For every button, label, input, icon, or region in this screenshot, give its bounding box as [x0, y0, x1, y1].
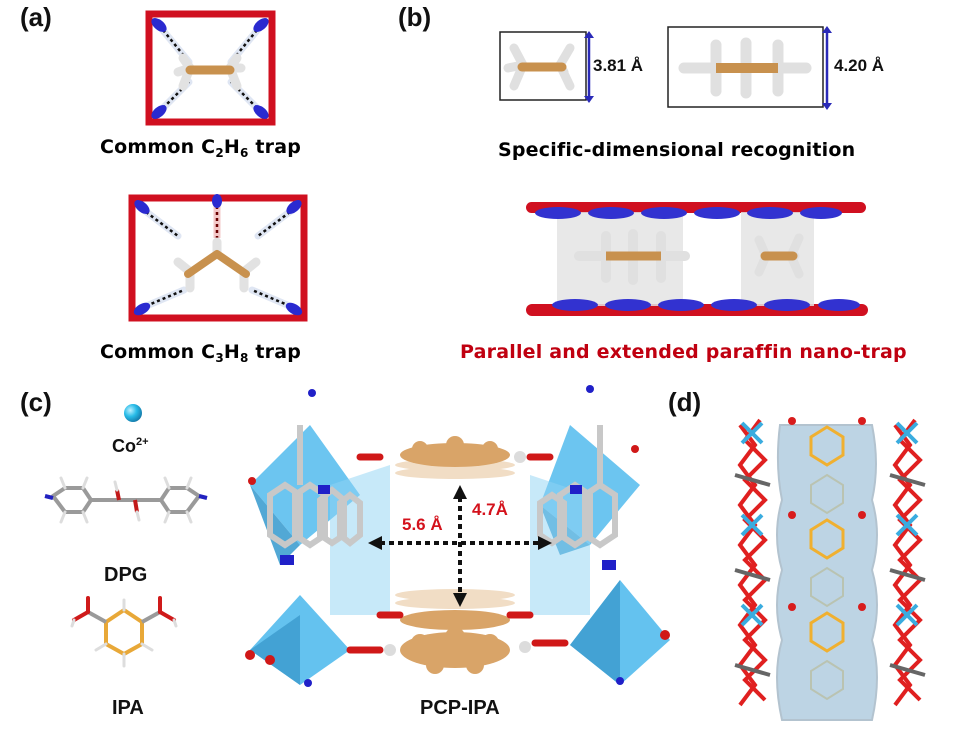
panel-label-a: (a) — [20, 2, 52, 32]
cobalt-ion-sphere — [124, 404, 142, 422]
hydrogen-bond-lines — [145, 211, 291, 308]
ethane-molecule — [173, 53, 246, 91]
cobalt-centers — [740, 421, 919, 627]
cobalt-ion-label: Co2+ — [112, 436, 149, 456]
pcp-ipa-framework — [245, 385, 670, 687]
ethane-dimension-label: 3.81 Å — [593, 56, 644, 75]
ipa-ligand-structure — [70, 596, 178, 668]
propane-molecule — [173, 237, 261, 293]
acceptor-sites-top — [535, 207, 842, 219]
nanotrap-channel-diagram — [526, 202, 868, 316]
acceptor-sites — [133, 194, 303, 316]
dpg-label: DPG — [104, 564, 148, 586]
nanotrap-caption: Parallel and extended paraffin nano-trap — [460, 341, 907, 363]
ipa-label: IPA — [112, 697, 144, 719]
ethane-trap-diagram — [145, 10, 276, 126]
pore-width-label: 5.6 Å — [402, 515, 443, 534]
arrowhead-down — [453, 593, 467, 607]
recognition-caption: Specific-dimensional recognition — [498, 139, 856, 161]
framework-columns — [737, 418, 923, 707]
pore-surface — [776, 424, 878, 721]
ipa-stacks — [346, 436, 569, 674]
channel-structure-view — [727, 417, 934, 721]
dpg-ligand-structure — [44, 476, 208, 524]
propane-molecule — [574, 229, 690, 285]
pcp-ipa-label: PCP-IPA — [420, 697, 500, 719]
propane-dimension-box — [667, 26, 832, 110]
arrowhead-left — [368, 536, 382, 550]
ethane-trap-caption: Common C2H6 trap — [100, 136, 302, 160]
pore-height-label: 4.7Å — [472, 500, 508, 519]
acceptor-sites-bottom — [552, 299, 860, 311]
ethane-molecule — [754, 233, 804, 279]
dimension-arrow — [822, 26, 832, 110]
arrowhead-up — [453, 485, 467, 499]
panel-label-d: (d) — [668, 387, 702, 417]
ethane-dimension-box — [499, 31, 594, 103]
propane-trap-caption: Common C3H8 trap — [100, 341, 302, 365]
nitrogen-atoms — [280, 385, 624, 687]
panel-label-c: (c) — [20, 387, 52, 417]
panel-label-b: (b) — [398, 2, 432, 32]
propane-dimension-label: 4.20 Å — [834, 56, 885, 75]
dpg-carbons — [734, 473, 926, 677]
dpg-pillars — [267, 425, 618, 549]
ipa-rings — [809, 425, 845, 653]
propane-trap-diagram — [128, 194, 308, 322]
carboxyl-oxygens — [788, 417, 866, 611]
arrowhead-right — [538, 536, 552, 550]
dimension-arrow — [584, 31, 594, 103]
acceptor-sites — [151, 18, 269, 119]
